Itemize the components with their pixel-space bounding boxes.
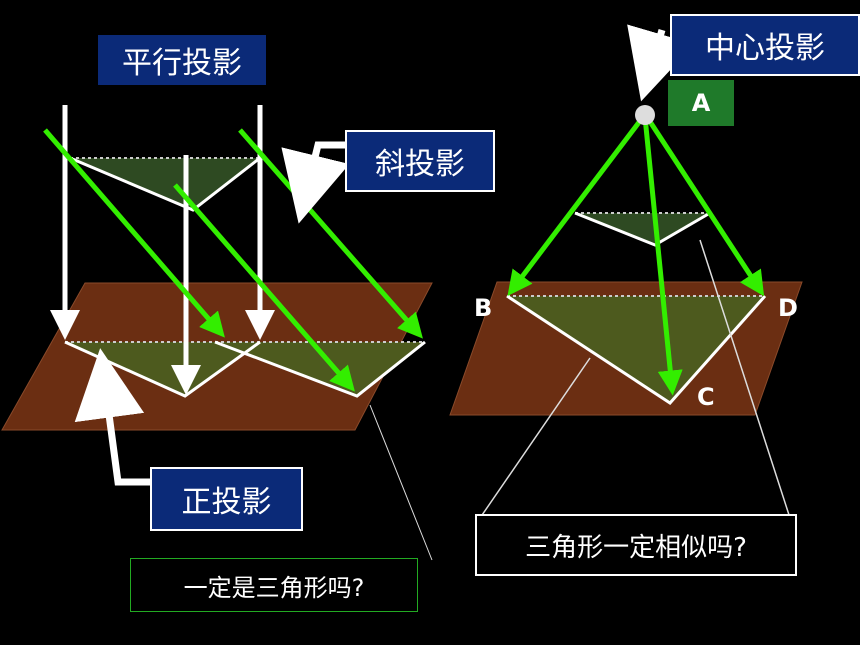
- oblique-ray-3: [238, 128, 423, 339]
- point-b-label: B: [474, 294, 493, 322]
- orthographic-projection-label: 正投影: [150, 467, 303, 531]
- central-callout-arrow: [627, 24, 695, 102]
- right-upper-triangle-edges: [574, 211, 711, 247]
- left-upper-triangle: [70, 158, 260, 210]
- left-question-pointer: [369, 404, 433, 561]
- oblique-ray-1: [43, 128, 225, 338]
- parallel-projection-label: 平行投影: [98, 35, 266, 85]
- left-upper-triangle-edges: [69, 156, 261, 212]
- oblique-projection-label: 斜投影: [345, 130, 495, 192]
- central-ray-to-c: [642, 116, 683, 396]
- central-projection-label: 中心投影: [670, 14, 860, 76]
- left-oblique-triangle-edges: [214, 340, 426, 398]
- point-a-label: A: [668, 80, 734, 126]
- right-projected-triangle-edges: [506, 294, 767, 405]
- question-right-box: 三角形一定相似吗?: [475, 514, 797, 576]
- right-upper-triangle: [575, 213, 710, 245]
- orthographic-callout-arrow: [74, 348, 150, 486]
- oblique-ray-2: [173, 183, 355, 392]
- point-a: [635, 105, 655, 125]
- right-question-pointer-1: [479, 357, 591, 519]
- right-question-pointer-2: [699, 239, 791, 519]
- central-ray-to-d: [644, 115, 765, 297]
- central-ray-to-b: [507, 115, 645, 296]
- point-c-label: C: [697, 383, 715, 411]
- question-left-box: 一定是三角形吗?: [130, 558, 418, 612]
- point-d-label: D: [778, 294, 798, 322]
- right-projected-triangle: [507, 296, 765, 403]
- oblique-callout-arrow: [281, 141, 350, 224]
